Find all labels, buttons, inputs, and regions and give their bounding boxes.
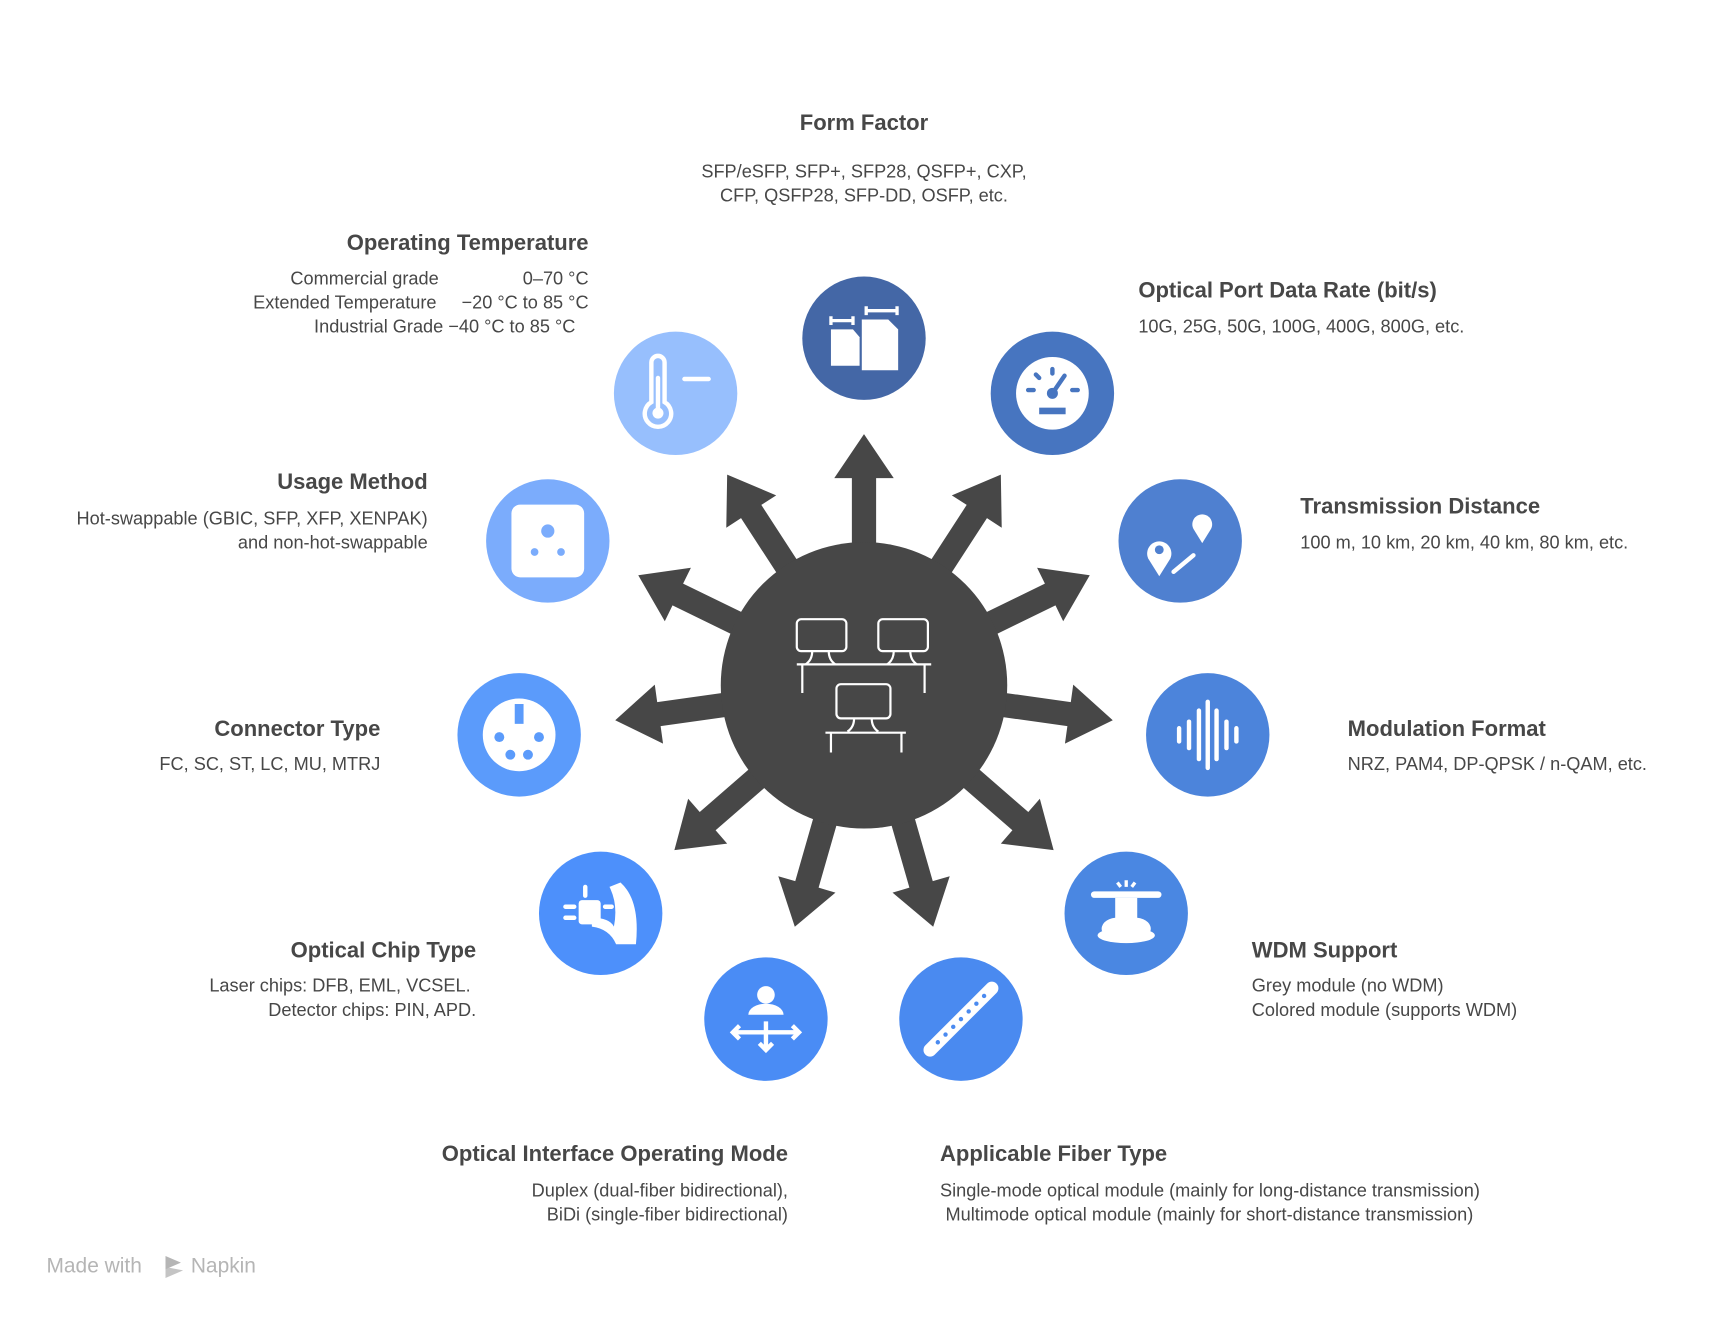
node-text: BiDi (single-fiber bidirectional) (547, 1205, 788, 1225)
node-modulation: Modulation Format NRZ, PAM4, DP-QPSK / n… (1348, 716, 1647, 774)
node-text: FC, SC, ST, LC, MU, MTRJ (159, 754, 380, 774)
node-circle-chip (538, 851, 663, 976)
temp-value: 0–70 °C (523, 268, 589, 288)
node-fiber: Applicable Fiber Type Single-mode optica… (940, 1141, 1480, 1224)
napkin-logo-icon (165, 1255, 184, 1279)
node-temperature: Operating Temperature Commercial grade 0… (253, 230, 588, 337)
node-text: Multimode optical module (mainly for sho… (946, 1205, 1474, 1225)
node-wdm: WDM Support Grey module (no WDM) Colored… (1252, 937, 1517, 1019)
map-pins-distance-icon (1147, 514, 1213, 577)
temp-label: Commercial grade (290, 268, 438, 288)
node-text: CFP, QSFP28, SFP-DD, OSFP, etc. (720, 186, 1008, 206)
watermark: Made with Napkin (47, 1255, 256, 1279)
fiber-cable-icon (923, 981, 999, 1057)
node-text: 10G, 25G, 50G, 100G, 400G, 800G, etc. (1138, 317, 1464, 337)
node-text: Laser chips: DFB, EML, VCSEL. (209, 976, 470, 996)
node-title: Form Factor (800, 110, 929, 135)
node-text: Duplex (dual-fiber bidirectional), (532, 1181, 788, 1201)
node-title: Applicable Fiber Type (940, 1141, 1167, 1166)
watermark-prefix: Made with (47, 1255, 142, 1278)
node-text: and non-hot-swappable (238, 533, 428, 553)
node-circle-form-factor (802, 276, 926, 400)
node-circle-usage (486, 479, 610, 603)
node-circle-distance (1118, 479, 1242, 603)
node-title: Operating Temperature (347, 230, 589, 255)
temp-line: Industrial Grade −40 °C to 85 °C (314, 317, 575, 337)
socket-icon (511, 504, 585, 578)
connector-plug-icon (482, 698, 556, 772)
node-circle-data-rate (990, 331, 1115, 456)
node-text: Hot-swappable (GBIC, SFP, XFP, XENPAK) (77, 508, 428, 528)
node-distance: Transmission Distance 100 m, 10 km, 20 k… (1300, 493, 1628, 552)
thermometer-icon (642, 353, 711, 429)
node-title: Optical Interface Operating Mode (442, 1141, 788, 1166)
node-title: Modulation Format (1348, 716, 1547, 741)
speedometer-icon (1016, 356, 1089, 430)
node-circle-op-mode (704, 957, 828, 1081)
node-text: Detector chips: PIN, APD. (268, 1000, 476, 1020)
circle (1118, 479, 1242, 603)
computer-network-icon (795, 618, 932, 753)
node-usage: Usage Method Hot-swappable (GBIC, SFP, X… (77, 469, 428, 552)
hand-chip-icon (563, 882, 637, 945)
node-op-mode: Optical Interface Operating Mode Duplex … (442, 1141, 788, 1224)
node-title: Optical Chip Type (291, 937, 477, 962)
sfp-module-icon (829, 306, 899, 371)
person-directions-icon (729, 986, 803, 1054)
node-title: WDM Support (1252, 937, 1398, 962)
node-chip: Optical Chip Type Laser chips: DFB, EML,… (209, 937, 476, 1019)
node-title: Connector Type (214, 716, 380, 741)
node-title: Usage Method (277, 469, 427, 494)
node-form-factor: Form Factor SFP/eSFP, SFP+, SFP28, QSFP+… (701, 110, 1026, 206)
node-connector: Connector Type FC, SC, ST, LC, MU, MTRJ (159, 716, 380, 774)
node-text: 100 m, 10 km, 20 km, 40 km, 80 km, etc. (1300, 533, 1628, 553)
node-circle-temperature (613, 331, 738, 456)
node-data-rate: Optical Port Data Rate (bit/s) 10G, 25G,… (1138, 277, 1464, 336)
node-circle-modulation (1146, 673, 1270, 797)
node-text: NRZ, PAM4, DP-QPSK / n-QAM, etc. (1348, 754, 1647, 774)
circle (704, 957, 828, 1081)
spool-icon (1090, 880, 1162, 944)
circle (613, 331, 738, 456)
node-circle-wdm (1064, 851, 1188, 976)
temp-value: −20 °C to 85 °C (461, 292, 588, 312)
sound-wave-icon (1176, 699, 1239, 771)
node-text: SFP/eSFP, SFP+, SFP28, QSFP+, CXP, (701, 161, 1026, 181)
node-circle-fiber (899, 957, 1023, 1081)
node-text: Grey module (no WDM) (1252, 976, 1444, 996)
node-title: Transmission Distance (1300, 493, 1540, 518)
watermark-brand: Napkin (191, 1255, 256, 1278)
node-text: Colored module (supports WDM) (1252, 1000, 1517, 1020)
node-title: Optical Port Data Rate (bit/s) (1138, 277, 1436, 302)
node-text: Single-mode optical module (mainly for l… (940, 1181, 1480, 1201)
node-circle-connector (457, 673, 581, 797)
temp-label: Extended Temperature (253, 292, 436, 312)
